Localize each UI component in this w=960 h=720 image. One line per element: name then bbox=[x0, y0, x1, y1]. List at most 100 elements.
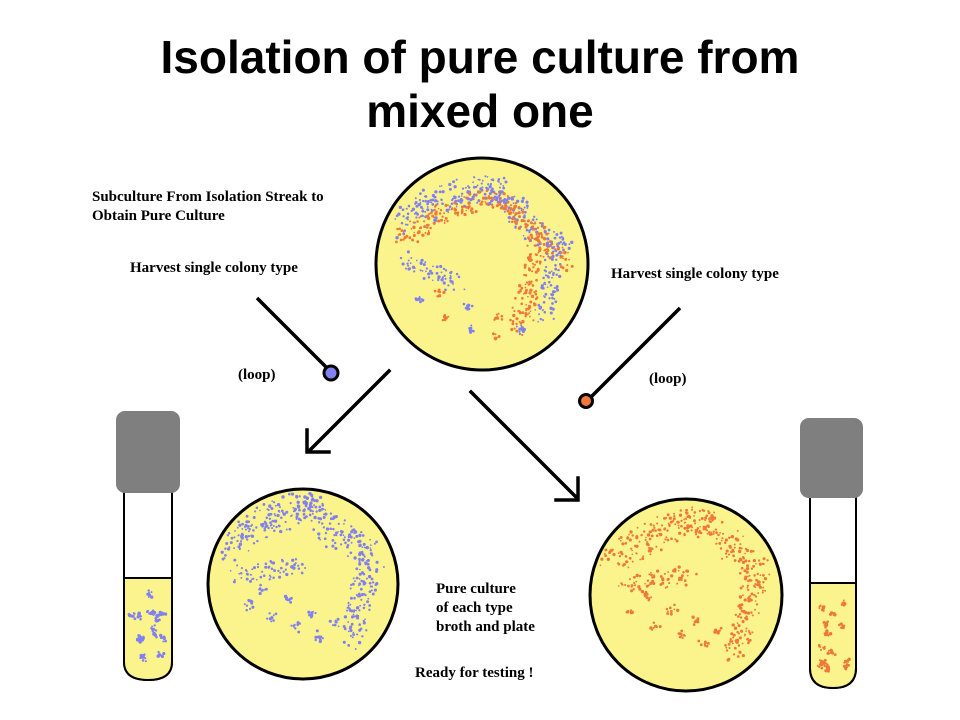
colony-speck bbox=[354, 648, 357, 650]
colony-speck bbox=[507, 215, 511, 220]
colony-speck bbox=[552, 317, 555, 321]
colony-speck bbox=[651, 528, 655, 532]
colony-speck bbox=[703, 642, 707, 645]
colony-speck bbox=[698, 519, 701, 521]
colony-speck bbox=[443, 313, 447, 317]
colony-speck bbox=[406, 212, 410, 216]
colony-speck bbox=[627, 566, 630, 569]
colony-speck bbox=[485, 197, 488, 200]
colony-speck bbox=[489, 199, 493, 203]
colony-speck bbox=[752, 550, 755, 553]
colony-speck bbox=[673, 603, 676, 607]
colony-speck bbox=[724, 538, 729, 542]
colony-speck bbox=[440, 185, 443, 187]
colony-speck bbox=[543, 269, 546, 272]
colony-speck bbox=[463, 196, 466, 198]
colony-speck bbox=[267, 526, 270, 530]
colony-speck bbox=[266, 525, 269, 527]
colony-speck bbox=[667, 571, 670, 573]
colony-speck bbox=[472, 176, 476, 179]
colony-speck bbox=[470, 324, 473, 327]
colony-speck bbox=[251, 578, 253, 581]
colony-speck bbox=[400, 229, 403, 232]
colony-speck bbox=[829, 651, 833, 655]
colony-speck bbox=[514, 212, 518, 216]
colony-speck bbox=[334, 515, 338, 519]
colony-speck bbox=[437, 278, 440, 282]
colony-speck bbox=[337, 522, 340, 526]
colony-speck bbox=[465, 306, 469, 310]
colony-speck bbox=[449, 279, 452, 283]
colony-speck bbox=[346, 606, 349, 609]
colony-speck bbox=[353, 537, 356, 539]
colony-speck bbox=[630, 589, 634, 593]
colony-speck bbox=[270, 620, 273, 623]
colony-speck bbox=[426, 223, 430, 227]
colony-speck bbox=[308, 505, 312, 509]
colony-speck bbox=[359, 587, 363, 591]
colony-speck bbox=[421, 207, 424, 210]
colony-speck bbox=[343, 536, 346, 539]
colony-speck bbox=[555, 233, 559, 236]
colony-speck bbox=[314, 638, 317, 642]
colony-speck bbox=[358, 543, 362, 547]
colony-speck bbox=[563, 243, 567, 246]
colony-speck bbox=[510, 327, 514, 332]
colony-speck bbox=[460, 205, 464, 209]
colony-speck bbox=[513, 205, 517, 209]
colony-speck bbox=[758, 585, 763, 589]
colony-speck bbox=[524, 274, 528, 277]
colony-speck bbox=[493, 337, 498, 341]
colony-speck bbox=[701, 508, 704, 512]
colony-speck bbox=[529, 288, 533, 292]
colony-speck bbox=[456, 214, 459, 217]
colony-speck bbox=[529, 221, 533, 225]
loop-left-tip bbox=[322, 364, 340, 382]
colony-speck bbox=[699, 525, 701, 528]
colony-speck bbox=[154, 629, 157, 632]
colony-speck bbox=[281, 559, 284, 563]
colony-speck bbox=[424, 210, 427, 213]
colony-speck bbox=[399, 256, 403, 260]
colony-speck bbox=[262, 502, 266, 506]
colony-speck bbox=[729, 638, 732, 641]
colony-speck bbox=[700, 516, 704, 521]
colony-speck bbox=[630, 584, 634, 587]
colony-speck bbox=[462, 302, 466, 306]
colony-speck bbox=[556, 247, 560, 251]
loop-right bbox=[578, 306, 682, 409]
colony-speck bbox=[762, 581, 765, 584]
colony-speck bbox=[745, 627, 748, 630]
colony-speck bbox=[754, 608, 756, 611]
colony-speck bbox=[382, 566, 385, 568]
colony-speck bbox=[441, 190, 445, 194]
colony-speck bbox=[273, 569, 277, 573]
colony-speck bbox=[736, 529, 739, 532]
colony-speck bbox=[312, 528, 316, 531]
colony-speck bbox=[528, 280, 531, 284]
colony-speck bbox=[537, 251, 540, 254]
colony-speck bbox=[488, 201, 492, 206]
colony-speck bbox=[399, 238, 403, 242]
colony-speck bbox=[734, 537, 738, 541]
colony-speck bbox=[406, 250, 410, 254]
colony-speck bbox=[570, 240, 574, 244]
colony-speck bbox=[673, 608, 676, 611]
colony-speck bbox=[743, 569, 747, 573]
colony-speck bbox=[490, 178, 493, 181]
colony-speck bbox=[502, 198, 506, 203]
colony-speck bbox=[728, 646, 731, 650]
colony-speck bbox=[418, 198, 421, 202]
colony-speck bbox=[512, 211, 515, 214]
colony-speck bbox=[139, 656, 143, 660]
colony-speck bbox=[551, 242, 554, 245]
colony-speck bbox=[247, 549, 250, 552]
colony-speck bbox=[628, 578, 631, 581]
colony-speck bbox=[405, 234, 409, 238]
colony-speck bbox=[369, 552, 373, 556]
colony-speck bbox=[685, 569, 690, 573]
colony-speck bbox=[310, 495, 314, 498]
colony-speck bbox=[631, 553, 634, 556]
colony-speck bbox=[825, 668, 828, 671]
colony-speck bbox=[840, 626, 843, 629]
